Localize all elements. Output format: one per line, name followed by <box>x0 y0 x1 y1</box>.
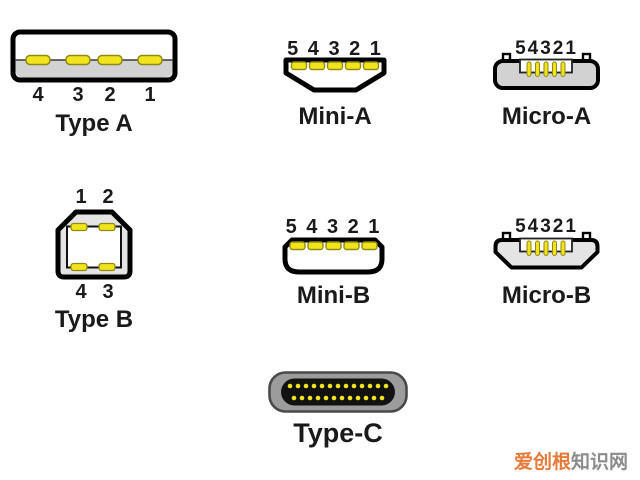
mini-b-label: Mini-B <box>296 282 371 309</box>
pin-number: 3 <box>102 281 114 303</box>
micro-b-pin-numbers: 54321 <box>515 216 578 237</box>
type-b-connector-graphic <box>55 209 133 280</box>
type-a-connector-graphic <box>10 29 178 83</box>
type-a-pins <box>25 54 163 66</box>
mini-b-pins <box>289 241 378 251</box>
watermark: 爱创根知识网 <box>514 447 628 474</box>
mini-b-connector-graphic <box>282 237 385 275</box>
pin-number: 4 <box>75 281 87 303</box>
pin-number: 1 <box>75 186 87 208</box>
type-b-pins <box>70 222 116 272</box>
pin-number: 2 <box>102 186 114 208</box>
type-c-connector-graphic <box>268 371 408 413</box>
micro-a-label: Micro-A <box>501 103 592 130</box>
type-b-label: Type B <box>54 306 134 333</box>
micro-b-label: Micro-B <box>501 282 592 309</box>
pin-number: 1 <box>144 84 156 106</box>
pin-number: 3 <box>72 84 84 106</box>
pin-number: 2 <box>104 84 116 106</box>
pin-number: 4 <box>32 84 44 106</box>
mini-b-pin-numbers: 5 4 3 2 1 <box>285 216 382 238</box>
mini-a-label: Mini-A <box>298 103 372 130</box>
micro-b-pins <box>526 240 566 256</box>
type-c-pins <box>287 383 389 401</box>
type-a-label: Type A <box>55 110 133 137</box>
watermark-suffix-text: 知识网 <box>570 452 628 473</box>
micro-a-pin-numbers: 54321 <box>515 38 578 59</box>
watermark-brand-text: 爱创根 <box>513 452 571 473</box>
micro-a-pins <box>526 61 566 77</box>
type-c-label: Type-C <box>293 418 383 448</box>
micro-a-connector-graphic <box>493 52 600 90</box>
mini-a-connector-graphic <box>283 57 387 93</box>
mini-a-pins <box>290 61 380 71</box>
micro-b-connector-graphic <box>493 231 600 270</box>
mini-a-pin-numbers: 5 4 3 2 1 <box>287 38 383 60</box>
